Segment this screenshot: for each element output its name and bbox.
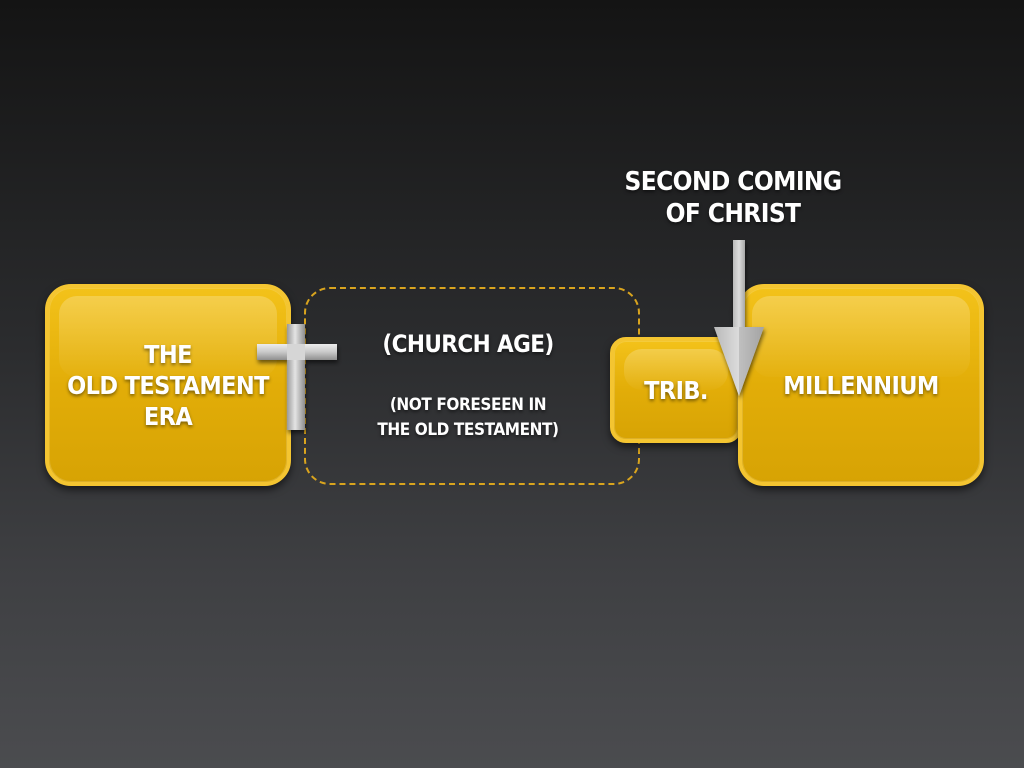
old-testament-era-box: THE OLD TESTAMENT ERA bbox=[45, 284, 291, 486]
cross-icon bbox=[257, 324, 337, 430]
second-coming-label: SECOND COMING OF CHRIST bbox=[624, 167, 842, 229]
down-arrow-icon bbox=[714, 240, 764, 396]
tribulation-box: TRIB. bbox=[610, 337, 742, 443]
millennium-box: MILLENNIUM bbox=[738, 284, 984, 486]
church-age-label: (CHURCH AGE) bbox=[382, 330, 554, 358]
millennium-label: MILLENNIUM bbox=[783, 370, 939, 400]
tribulation-label: TRIB. bbox=[644, 375, 708, 405]
church-age-note: (NOT FORESEEN IN THE OLD TESTAMENT) bbox=[377, 395, 559, 440]
old-testament-era-label: THE OLD TESTAMENT ERA bbox=[67, 339, 269, 431]
